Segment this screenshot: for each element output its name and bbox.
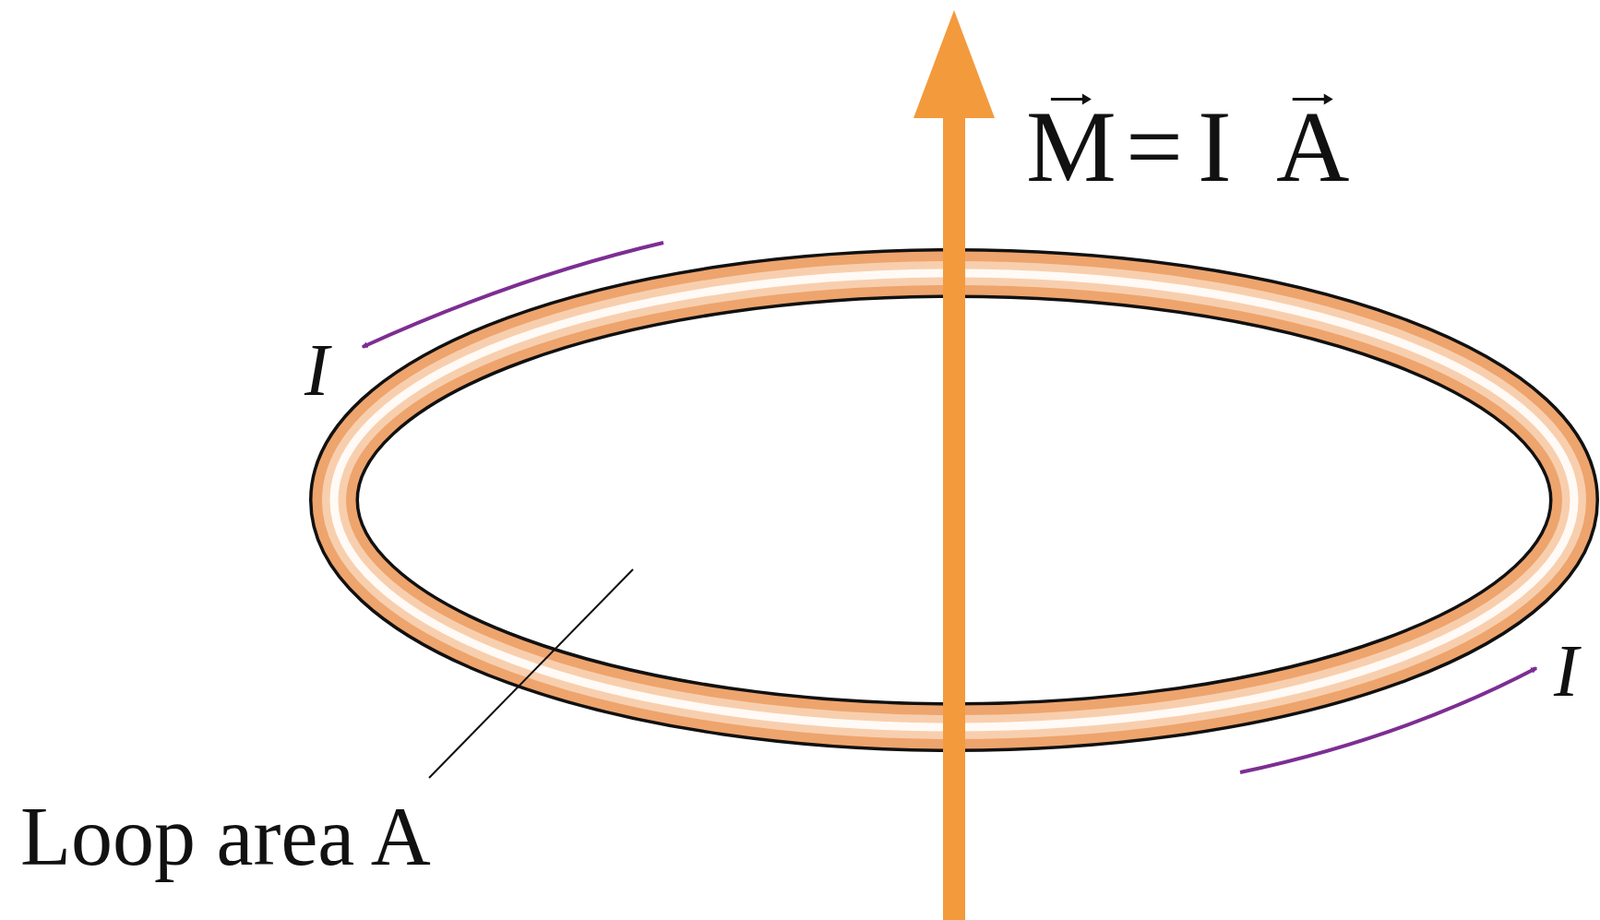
formula-operator: = [1125,95,1183,198]
formula-symbol: M [1026,95,1117,198]
current-arrow [1240,668,1537,773]
formula-symbol: I [1197,95,1232,198]
current-label: I [1553,633,1579,708]
formula-symbol: A [1276,95,1350,198]
current-label: I [304,333,330,407]
leader-line [429,569,633,778]
area-label: Loop area A [20,795,431,879]
moment-arrow [913,10,995,920]
current-arrow [362,242,664,347]
